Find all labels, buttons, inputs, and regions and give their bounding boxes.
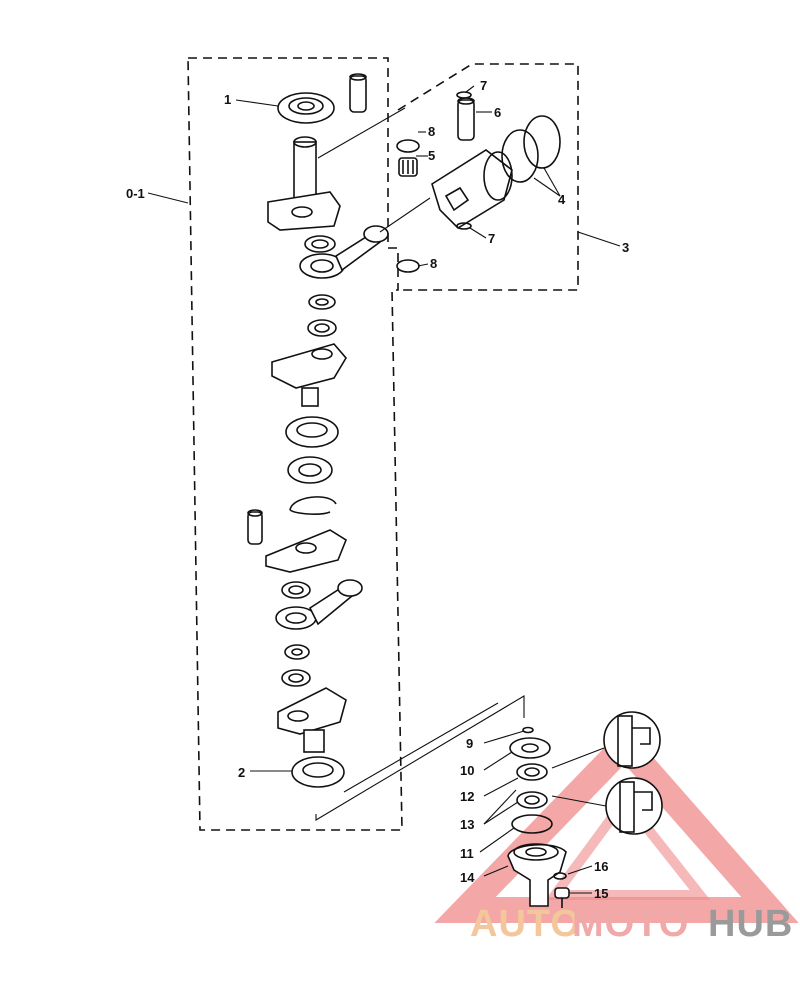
top-bearing [277,92,335,124]
piston [431,149,513,230]
leader-lines [147,85,621,894]
detail-view-lower [551,777,663,835]
dowel-pin-lower [247,509,263,545]
piston-rings [501,115,561,183]
callout-group: 0-1 [126,186,145,201]
needle-bearing-lower-2 [284,644,310,660]
bearing-13 [516,791,548,809]
housing-14 [507,843,567,907]
center-seal [287,456,333,484]
callout-14: 14 [460,870,475,885]
connecting-rod-lower [275,579,363,630]
watermark-text: AUTO MOTO HUB [470,903,793,945]
screw-15 [554,887,570,908]
detail-view-upper [551,711,661,769]
callout-15: 15 [594,886,608,901]
group-boundary-crankshaft [187,57,403,831]
needle-bearing-pin [398,157,418,177]
connecting-rod-upper [299,225,389,279]
dowel-pin-top [349,73,367,113]
callout-8-top: 8 [428,124,435,139]
crankshaft-lower [277,687,347,753]
watermark-moto: MOTO [572,903,689,945]
pin-alignment-line [379,197,431,233]
callout-8-bottom: 8 [430,256,437,271]
lower-assembly-link [343,702,499,793]
crank-web-middle [271,343,347,407]
needle-bearing-mid-1 [308,294,336,310]
lower-assembly-bracket [315,695,525,821]
retaining-ring-bottom [456,222,472,230]
watermark-auto: AUTO [470,903,581,945]
retaining-ring-top [456,91,472,99]
callout-7-bottom: 7 [488,231,495,246]
callout-4: 4 [558,192,566,207]
watermark-hub: HUB [708,903,793,945]
piston-pin [457,97,475,141]
callout-16: 16 [594,859,608,874]
callout-12: 12 [460,789,474,804]
callout-13: 13 [460,817,474,832]
bearing-12 [516,763,548,781]
callout-9: 9 [466,736,473,751]
callout-1: 1 [224,92,231,107]
washer-10 [509,737,551,759]
bottom-bearing [291,756,345,788]
callout-3: 3 [622,240,629,255]
needle-bearing-lower-3 [281,669,311,687]
watermark-logo [434,725,799,923]
callout-2: 2 [238,765,245,780]
washer-16 [553,872,567,880]
callout-10: 10 [460,763,474,778]
pin-alignment-line-2 [317,107,406,159]
washer-9 [522,726,534,734]
center-main-bearing [285,416,339,448]
crankshaft-upper [267,136,341,231]
callout-7-top: 7 [480,78,487,93]
callout-5: 5 [428,148,435,163]
callout-11: 11 [460,846,474,861]
o-ring-11 [511,814,553,834]
snap-ring [289,496,337,515]
thrust-washer-top [396,139,420,153]
needle-bearing-upper [304,235,336,253]
callout-6: 6 [494,105,501,120]
needle-bearing-mid-2 [307,319,337,337]
thrust-washer-bottom [396,259,420,273]
needle-bearing-lower-1 [281,581,311,599]
crank-web-lower-middle [265,529,347,573]
callouts: 0-1 1 2 3 4 5 6 7 7 8 8 9 10 12 13 11 14… [126,78,629,901]
